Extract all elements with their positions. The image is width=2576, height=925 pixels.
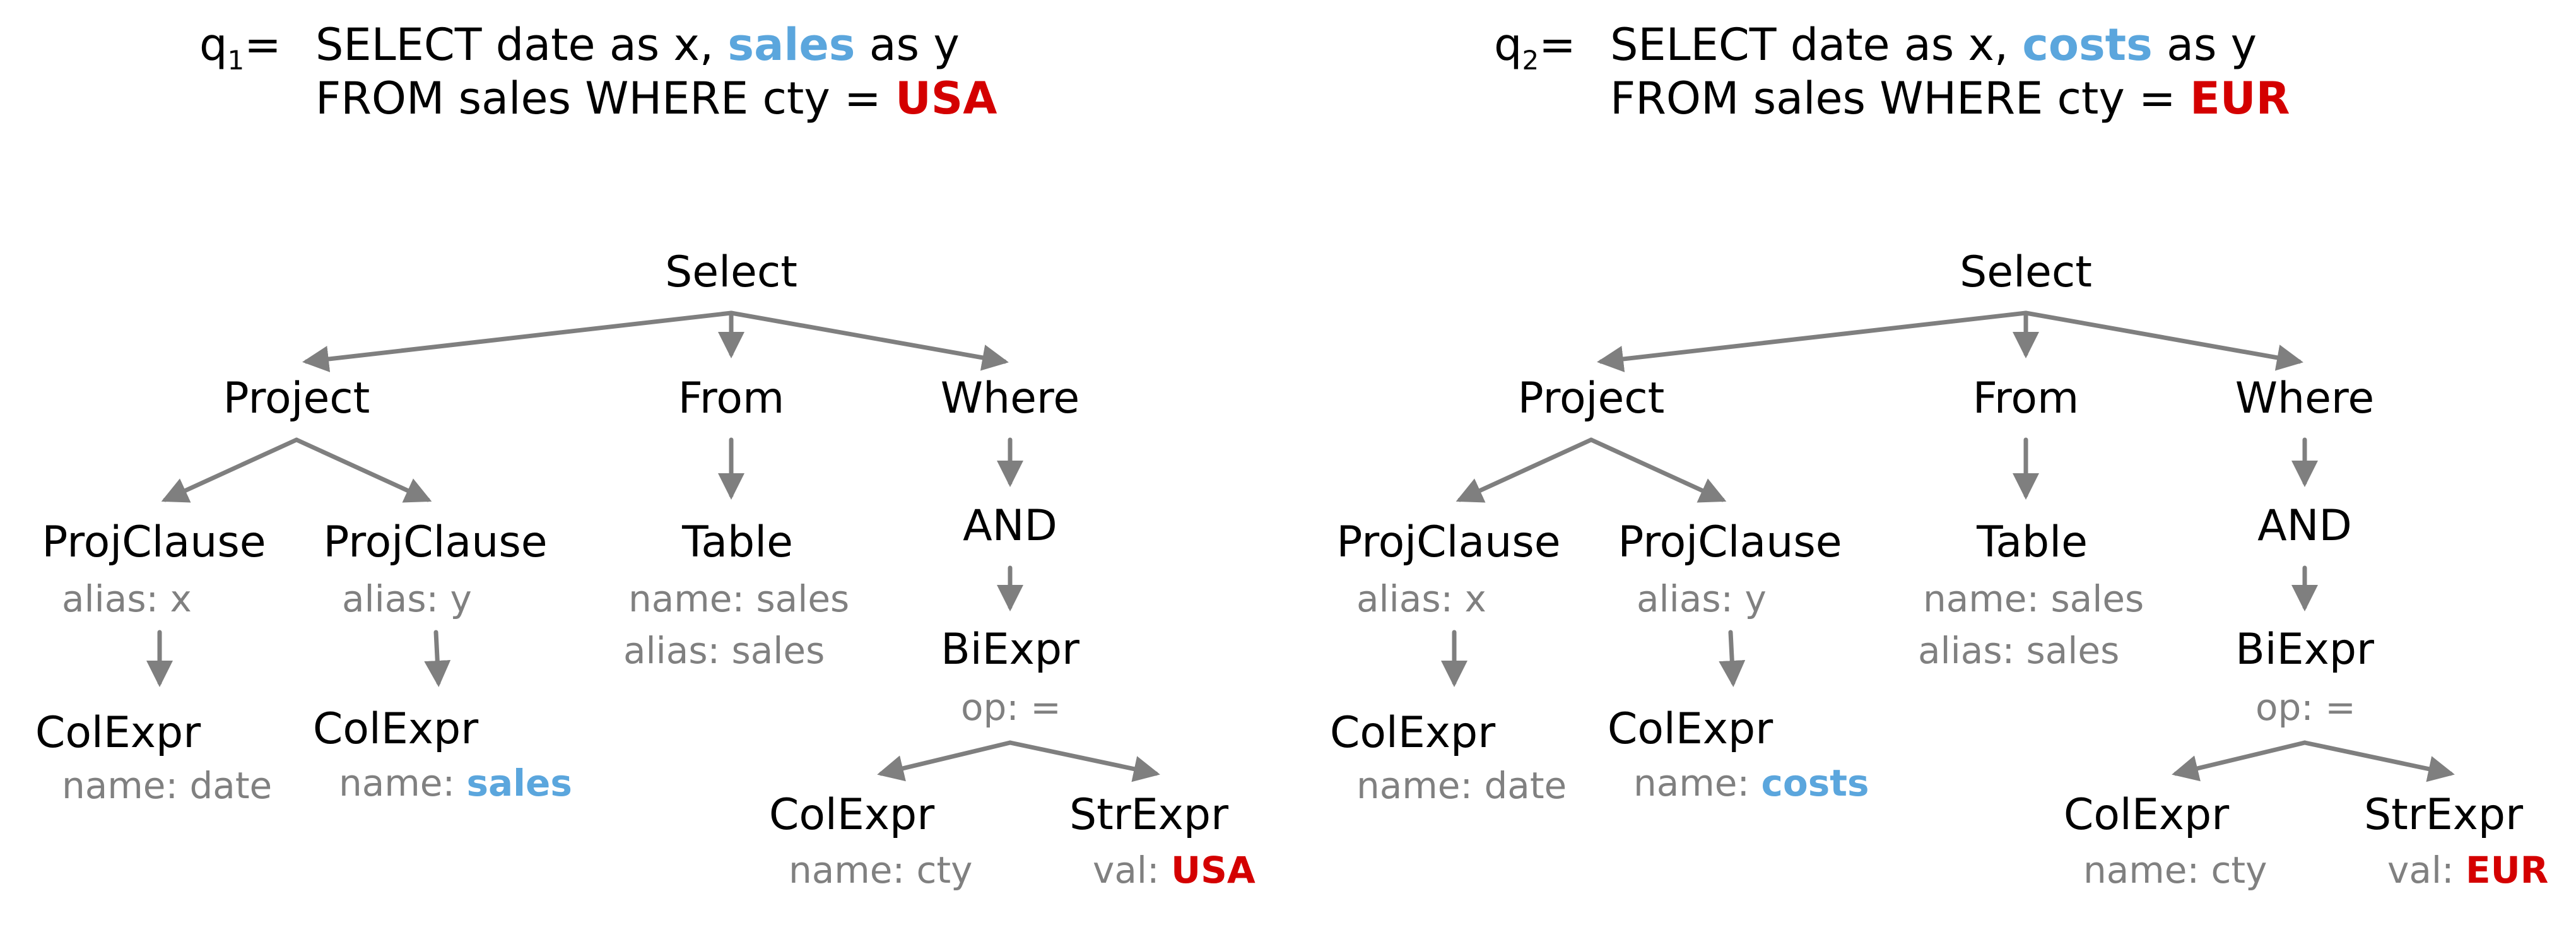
node-projclause-1: ProjClause [42, 517, 266, 567]
node-table: Table [1977, 517, 2088, 567]
tree-edges [1441, 310, 2455, 782]
attr-alias-1: alias: x [1356, 577, 1486, 620]
attr-table-name: name: sales [1923, 577, 2144, 620]
edge-select-where [2023, 310, 2303, 371]
edge-projclause2-colexpr2 [1719, 630, 1746, 687]
node-colexpr-3: ColExpr [768, 790, 935, 840]
edge-select-project [1597, 310, 2028, 372]
node-projclause-1: ProjClause [1336, 517, 1561, 567]
attr-strexpr-val: val: USA [1093, 849, 1256, 892]
attr-alias-1: alias: x [62, 577, 192, 620]
node-projclause-2: ProjClause [323, 517, 548, 567]
node-and: AND [2257, 501, 2352, 551]
attr-biexpr-op: op: = [2255, 686, 2356, 729]
query-highlight-column: sales [727, 19, 856, 71]
node-from: From [1972, 374, 2079, 423]
node-select: Select [1960, 247, 2092, 297]
node-colexpr-3: ColExpr [2063, 790, 2230, 840]
query-label: q2= [1494, 19, 1576, 76]
edge-project-projclause1 [161, 437, 299, 503]
query-label: q1= [199, 19, 281, 76]
edge-biexpr-strexpr [1008, 740, 1160, 782]
node-select: Select [665, 247, 797, 297]
edge-projclause2-colexpr2 [424, 630, 451, 687]
node-biexpr: BiExpr [941, 625, 1079, 675]
edge-biexpr-strexpr [2302, 740, 2455, 782]
query-line-2: FROM sales WHERE cty = EUR [1610, 73, 2290, 124]
node-from: From [678, 374, 785, 423]
node-project: Project [223, 374, 370, 423]
edge-biexpr-colexpr3 [877, 740, 1013, 782]
node-projclause-2: ProjClause [1618, 517, 1842, 567]
node-colexpr-2: ColExpr [1607, 704, 1773, 754]
node-where: Where [940, 374, 1080, 423]
edge-project-projclause2 [1589, 437, 1727, 503]
node-table: Table [682, 517, 793, 567]
query-highlight-column: costs [2022, 19, 2153, 71]
edge-select-project [302, 310, 734, 372]
edge-biexpr-colexpr3 [2172, 740, 2307, 782]
query-line-1: SELECT date as x, costs as y [1610, 19, 2257, 71]
attr-colexpr-2-name: name: costs [1633, 762, 1869, 804]
attr-table-alias: alias: sales [1918, 629, 2120, 672]
edge-project-projclause1 [1456, 437, 1594, 503]
attr-alias-2: alias: y [342, 577, 472, 620]
node-and: AND [963, 501, 1057, 551]
query-panel-q2: q2= SELECT date as x, costs as y FROM sa… [1295, 0, 2576, 925]
query-line-1: SELECT date as x, sales as y [315, 19, 960, 71]
attr-colexpr-3-name: name: cty [2083, 849, 2267, 892]
node-colexpr-2: ColExpr [312, 704, 479, 754]
edge-project-projclause2 [294, 437, 432, 503]
node-where: Where [2235, 374, 2375, 423]
attr-biexpr-op: op: = [961, 686, 1061, 729]
attr-table-alias: alias: sales [623, 629, 825, 672]
attr-strexpr-val: val: EUR [2387, 849, 2549, 892]
node-biexpr: BiExpr [2235, 625, 2374, 675]
node-strexpr: StrExpr [1069, 790, 1229, 840]
attr-alias-2: alias: y [1637, 577, 1767, 620]
attr-colexpr-1-name: name: date [1356, 764, 1567, 807]
attr-colexpr-2-name: name: sales [339, 762, 572, 804]
attr-table-name: name: sales [628, 577, 850, 620]
query-line-2: FROM sales WHERE cty = USA [315, 73, 997, 124]
attr-colexpr-1-name: name: date [62, 764, 273, 807]
query-panel-q1: q1= SELECT date as x, sales as y FROM sa… [35, 19, 1256, 892]
query-highlight-value: USA [895, 73, 997, 124]
node-project: Project [1517, 374, 1665, 423]
edge-select-where [729, 310, 1009, 371]
node-colexpr-1: ColExpr [1329, 708, 1496, 758]
attr-colexpr-3-name: name: cty [789, 849, 973, 892]
node-colexpr-1: ColExpr [35, 708, 201, 758]
tree-edges [146, 310, 1160, 782]
node-strexpr: StrExpr [2363, 790, 2524, 840]
query-highlight-value: EUR [2189, 73, 2290, 124]
